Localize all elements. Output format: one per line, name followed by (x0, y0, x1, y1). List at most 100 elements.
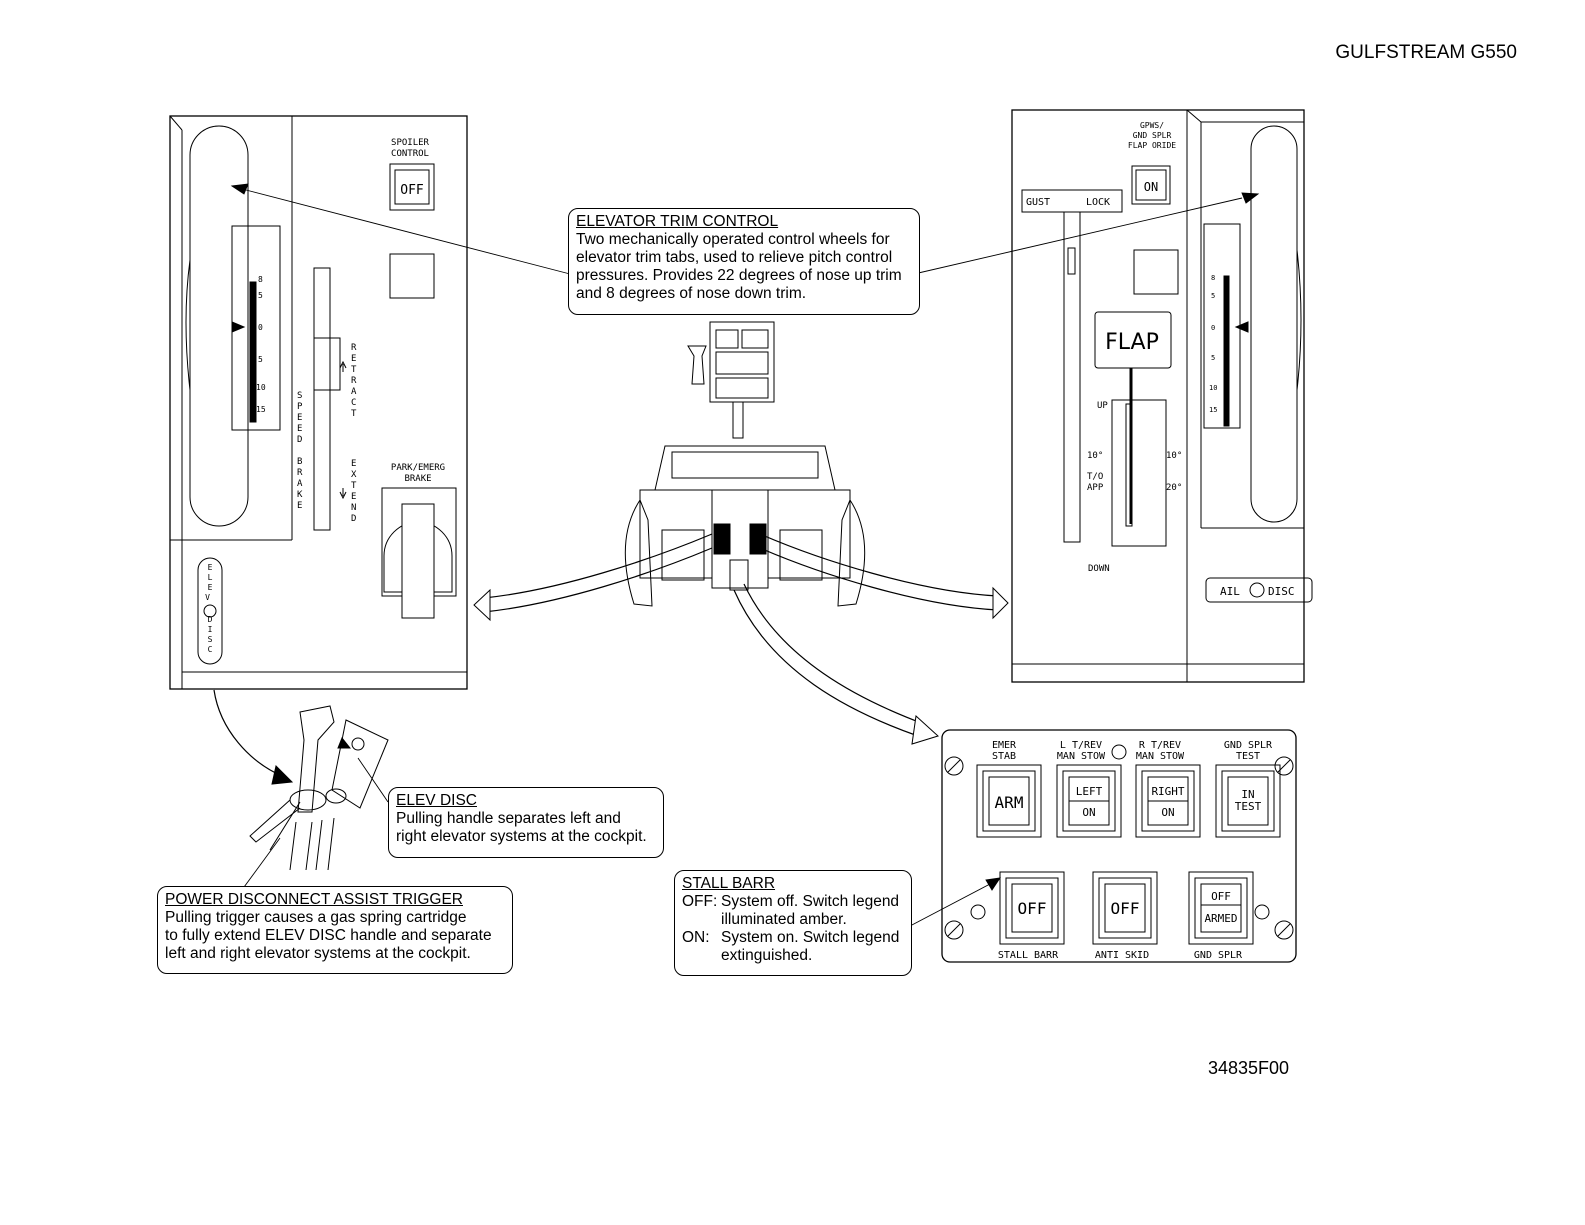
gnd-splr-label: GND SPLR (1194, 950, 1243, 961)
flap-down-label: DOWN (1088, 564, 1110, 574)
callout-line: left and right elevator systems at the c… (165, 945, 471, 962)
gpws-switch-legend: ON (1144, 180, 1158, 194)
gpws-switch[interactable] (1131, 165, 1171, 205)
emer-stab-label: STAB (992, 751, 1016, 762)
stall-barr-label: STALL BARR (998, 950, 1059, 961)
callout-stall-barr: STALL BARR OFF:System off. Switch legend… (674, 870, 912, 976)
callout-line: and 8 degrees of nose down trim. (576, 285, 807, 302)
flap-20-label: 20° (1166, 483, 1182, 493)
scale-label: 8 (258, 275, 263, 284)
trim-indicator-bar (249, 281, 257, 423)
scale-label: 5 (1211, 354, 1215, 362)
lock-label: LOCK (1086, 197, 1110, 208)
rtrev-switch[interactable]: RIGHT ON (1135, 764, 1201, 838)
gust-lock-handle[interactable] (1067, 247, 1076, 275)
park-brake-label: PARK/EMERG (391, 463, 445, 473)
stall-off-legend: OFF (1018, 899, 1047, 918)
trim-wheel-left[interactable] (189, 125, 249, 527)
scale-label: 10 (1209, 384, 1217, 392)
arrow-to-right-console (759, 533, 1009, 620)
gpws-label: GPWS/ (1140, 121, 1164, 130)
trim-pointer-icon (1234, 321, 1249, 333)
callout-line: System on. Switch legend (721, 929, 900, 946)
test-legend: TEST (1235, 800, 1262, 813)
gnd-test-label: GND SPLR (1224, 740, 1273, 751)
ail-label: AIL (1220, 585, 1240, 598)
callout-key: ON: (682, 929, 710, 946)
callout-line: Pulling handle separates left and (396, 810, 621, 827)
ail-disc-handle[interactable] (1205, 577, 1313, 603)
scale-label: 15 (1209, 406, 1217, 414)
gnd-test-label: TEST (1236, 751, 1260, 762)
elev-disc-mechanism-sketch (249, 705, 389, 871)
callout-line: right elevator systems at the cockpit. (396, 828, 647, 845)
disc-label: DISC (1268, 585, 1295, 598)
emer-stab-switch[interactable]: ARM (976, 764, 1042, 838)
right-console: GPWS/ GND SPLR FLAP ORIDE ON GUST LOCK F… (1011, 109, 1313, 683)
scale-label: 15 (256, 405, 266, 414)
callout-title: POWER DISCONNECT ASSIST TRIGGER (165, 891, 463, 908)
trim-pointer-icon (231, 321, 246, 333)
arrow-to-switch-panel (733, 583, 939, 745)
anti-off-legend: OFF (1111, 899, 1140, 918)
callout-elev-disc: ELEV DISC Pulling handle separates left … (388, 787, 664, 858)
scale-label: 8 (1211, 274, 1215, 282)
gust-lock-slot (1063, 211, 1081, 543)
trim-wheel-right[interactable] (1250, 125, 1298, 523)
speed-brake-slot (313, 267, 331, 531)
callout-line: pressures. Provides 22 degrees of nose u… (576, 267, 902, 284)
spoiler-switch[interactable] (389, 163, 435, 211)
gust-label: GUST (1026, 197, 1050, 208)
callout-line: Pulling trigger causes a gas spring cart… (165, 909, 467, 926)
anti-skid-switch[interactable]: OFF (1092, 871, 1158, 945)
ltrev-switch[interactable]: LEFT ON (1056, 764, 1122, 838)
callout-title: STALL BARR (682, 875, 776, 892)
flap-to-label: T/O (1087, 472, 1103, 482)
right-legend: RIGHT (1151, 785, 1184, 798)
speed-brake-lever[interactable] (313, 337, 341, 391)
rtrev-label: R T/REV (1139, 740, 1181, 751)
flap-10-label: 10° (1087, 451, 1103, 461)
scale-label: 0 (258, 323, 263, 332)
flap-app-label: APP (1087, 483, 1104, 493)
flap-10-right-label: 10° (1166, 451, 1182, 461)
right-on-legend: ON (1161, 806, 1174, 819)
callout-line: illuminated amber. (721, 911, 847, 928)
flap-handle-knob[interactable] (1094, 311, 1172, 369)
rtrev-label: MAN STOW (1136, 751, 1185, 762)
arrow-to-elev-disc (213, 689, 294, 785)
flap-label: FLAP (1105, 330, 1159, 355)
elev-disc-handle[interactable] (197, 557, 223, 665)
figure-number: 34835F00 (1208, 1058, 1290, 1078)
spoiler-switch-legend: OFF (400, 183, 424, 198)
left-legend: LEFT (1076, 785, 1103, 798)
gnd-splr-switch[interactable]: OFF ARMED (1188, 871, 1254, 945)
callout-title: ELEV DISC (396, 792, 477, 809)
extend-arrow-icon (339, 488, 347, 500)
spoiler-label: CONTROL (391, 149, 429, 159)
callout-line: extinguished. (721, 947, 813, 964)
ltrev-label: MAN STOW (1057, 751, 1106, 762)
handle-icon (687, 345, 707, 385)
gnd-splr-test-switch[interactable]: IN TEST (1215, 764, 1281, 838)
trim-indicator-bar (1223, 275, 1230, 427)
gnd-off-legend: OFF (1211, 890, 1231, 903)
arrow-to-left-console (473, 533, 713, 622)
emer-stab-label: EMER (992, 740, 1017, 751)
callout-elevator-trim: ELEVATOR TRIM CONTROL Two mechanically o… (568, 208, 920, 315)
park-brake-handle[interactable] (401, 503, 435, 619)
switch-panel: EMER STAB L T/REV MAN STOW R T/REV MAN S… (941, 729, 1297, 963)
scale-label: 5 (258, 355, 263, 364)
scale-label: 5 (1211, 292, 1215, 300)
stall-barr-switch[interactable]: OFF (999, 871, 1065, 945)
anti-skid-label: ANTI SKID (1095, 950, 1149, 961)
gnd-armed-legend: ARMED (1204, 912, 1237, 925)
callout-line: Two mechanically operated control wheels… (576, 231, 890, 248)
retract-arrow-icon (339, 360, 347, 372)
spoiler-label: SPOILER (391, 138, 430, 148)
